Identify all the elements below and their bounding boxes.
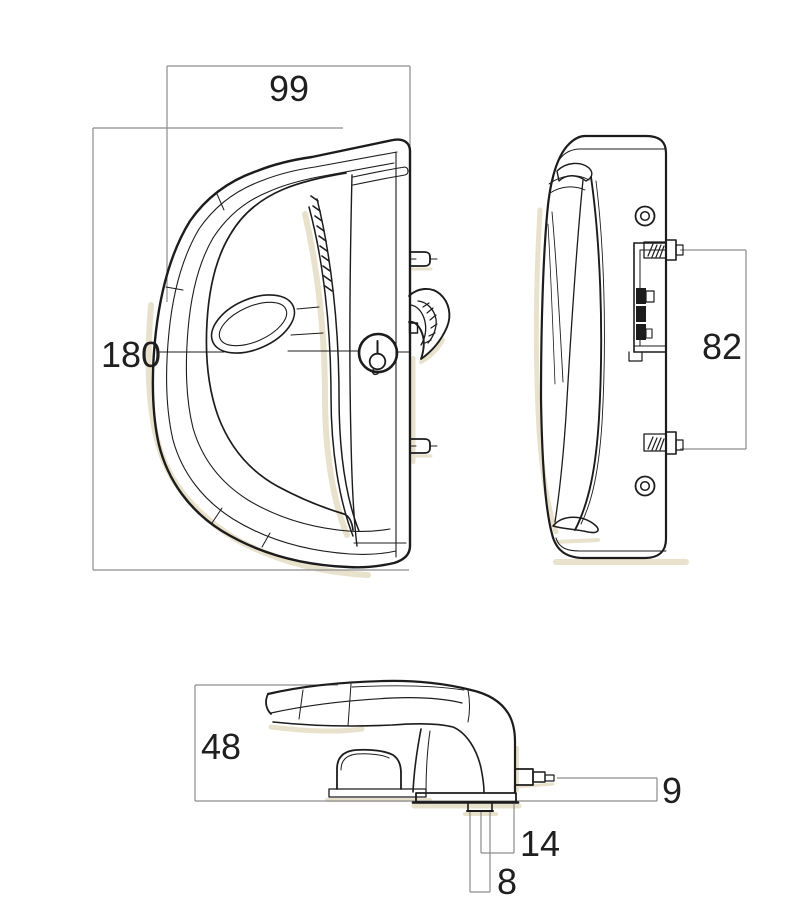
dimension-front-height: 180 <box>92 127 409 571</box>
lens-hatching <box>310 195 333 292</box>
lug-width-label: 8 <box>497 861 517 902</box>
lug-offset-label: 14 <box>520 823 560 864</box>
mounting-plate <box>628 242 667 362</box>
spindle <box>514 768 555 786</box>
dimension-lug-width: 8 <box>469 812 517 902</box>
fixing-screw-top <box>643 239 684 261</box>
screw-spacing-label: 82 <box>702 326 742 367</box>
front-outline <box>151 138 412 569</box>
latch-hook <box>408 288 451 360</box>
fixing-screw-bottom <box>643 431 684 455</box>
lock-cylinder-icon <box>357 332 399 376</box>
profile-height-label: 48 <box>201 726 241 767</box>
grip-segment-ticks <box>165 193 271 548</box>
cylinder-dome <box>328 748 427 798</box>
dimension-screw-spacing: 82 <box>680 249 747 450</box>
screw-hole-top <box>634 205 656 227</box>
front-width-label: 99 <box>269 68 309 109</box>
dimension-lug-offset: 14 <box>480 804 560 864</box>
dimension-front-width: 99 <box>166 65 411 302</box>
bottom-outline <box>266 679 517 794</box>
spindle-offset-label: 9 <box>662 770 682 811</box>
thumb-oval <box>210 294 296 354</box>
bottom-view <box>265 679 555 812</box>
base-plate <box>411 792 520 804</box>
cam-bar <box>636 288 646 340</box>
fixing-tab-top <box>409 251 438 267</box>
screw-hole-bottom <box>634 475 656 497</box>
blade-foot <box>552 516 599 534</box>
front-height-label: 180 <box>101 334 161 375</box>
bottom-lug <box>466 801 494 812</box>
front-view <box>151 138 451 569</box>
fixing-tab-bottom <box>409 438 438 454</box>
side-view <box>539 134 684 560</box>
dimension-spindle-offset: 9 <box>557 770 682 811</box>
